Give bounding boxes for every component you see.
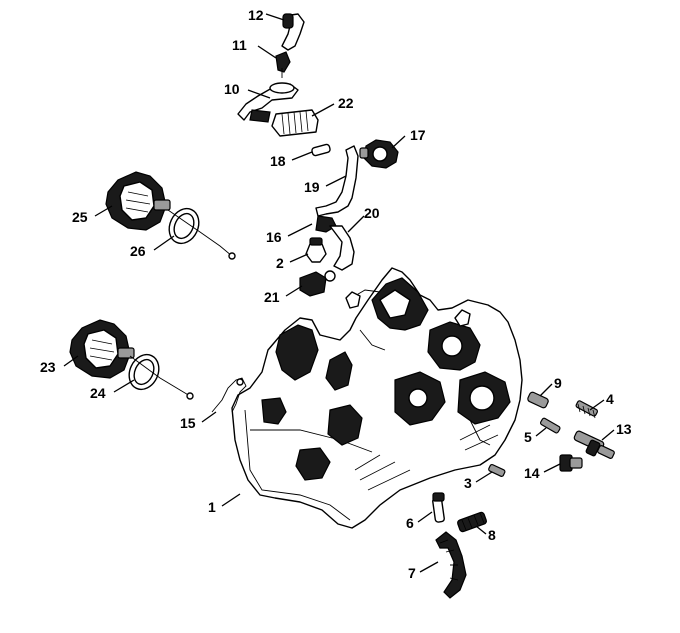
callout-19: 19 [304,179,320,195]
callout-16: 16 [266,229,282,245]
callout-11: 11 [232,37,247,53]
callout-18: 18 [270,153,286,169]
part-15-clip [211,377,247,413]
callout-23: 23 [40,359,56,375]
part-4-stud [575,400,599,419]
part-24-ring [128,353,194,400]
part-8-fitting [457,511,487,533]
part-23-assembly [69,319,135,379]
part-7-hose [435,531,467,599]
callout-4: 4 [606,391,614,407]
part-21-pump [299,270,336,297]
callout-15: 15 [180,415,196,431]
callout-2: 2 [276,255,284,271]
part-6-plug [432,492,445,523]
part-26-ring [167,207,236,260]
part-2-valve [305,237,327,263]
callout-labels: 12 11 10 22 17 18 19 20 16 2 21 25 26 23… [40,7,632,581]
callout-3: 3 [464,475,472,491]
callout-6: 6 [406,515,414,531]
callout-7: 7 [408,565,416,581]
callout-10: 10 [224,81,240,97]
part-14-plug [559,454,583,472]
callout-20: 20 [364,205,380,221]
part-12-elbow [281,13,305,51]
callout-24: 24 [90,385,106,401]
callout-14: 14 [524,465,540,481]
part-20-hose [329,225,355,271]
callout-21: 21 [264,289,280,305]
part-22-filter [271,109,319,137]
part-19-hose [315,145,359,217]
callout-12: 12 [248,7,264,23]
part-25-assembly [105,171,171,231]
part-13-fitting [573,430,615,459]
callout-5: 5 [524,429,532,445]
part-3-sleeve [488,463,506,477]
callout-8: 8 [488,527,496,543]
part-18-pipe [311,143,331,157]
callout-13: 13 [616,421,632,437]
part-10-pipe [237,82,299,123]
crankcase [231,267,523,529]
part-9-sleeve [527,391,549,409]
callout-9: 9 [554,375,562,391]
callout-22: 22 [338,95,354,111]
leader-lines [63,13,615,573]
part-5-pin [539,417,561,434]
callout-1: 1 [208,499,216,515]
callout-17: 17 [410,127,426,143]
callout-25: 25 [72,209,88,225]
part-17-filter [359,139,399,169]
callout-26: 26 [130,243,146,259]
part-11-screw [275,51,291,78]
